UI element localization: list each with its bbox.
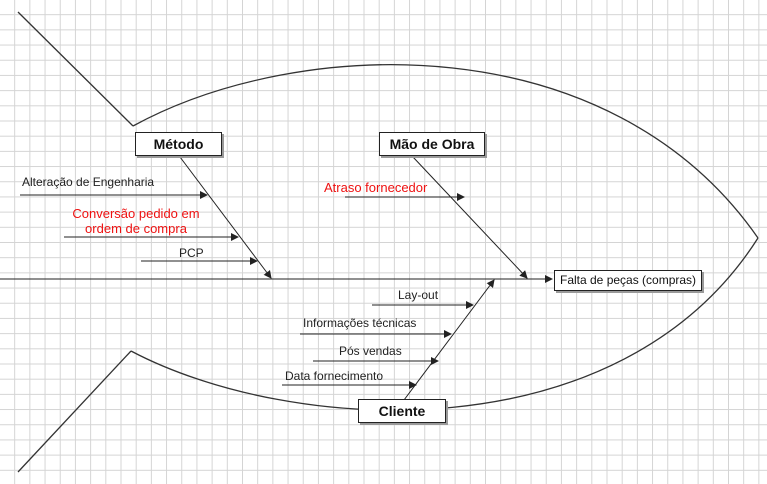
bone-mao-de-obra	[412, 156, 528, 279]
category-mao-de-obra: Mão de Obra	[379, 132, 485, 156]
cause-pos-vendas: Pós vendas	[339, 344, 402, 358]
cause-data-fornecimento: Data fornecimento	[285, 369, 384, 383]
bone-cliente	[403, 279, 495, 401]
fish-body-lower	[130, 237, 759, 411]
fish-tail-lower	[17, 350, 132, 473]
category-cliente: Cliente	[358, 399, 446, 423]
effect-box: Falta de peças (compras)	[554, 270, 703, 291]
cause-informacoes-tecnicas: Informações técnicas	[303, 316, 417, 330]
fish-tail-upper	[17, 11, 134, 127]
cause-alteracao-engenharia: Alteração de Engenharia	[22, 175, 155, 189]
cause-atraso-fornecedor: Atraso fornecedor	[324, 180, 428, 195]
cause-pcp: PCP	[179, 246, 204, 260]
category-metodo: Método	[135, 132, 222, 156]
cause-lay-out: Lay-out	[398, 288, 439, 302]
cause-conversao-pedido: Conversão pedido em ordem de compra	[72, 206, 200, 236]
fish-body-upper	[132, 64, 759, 239]
